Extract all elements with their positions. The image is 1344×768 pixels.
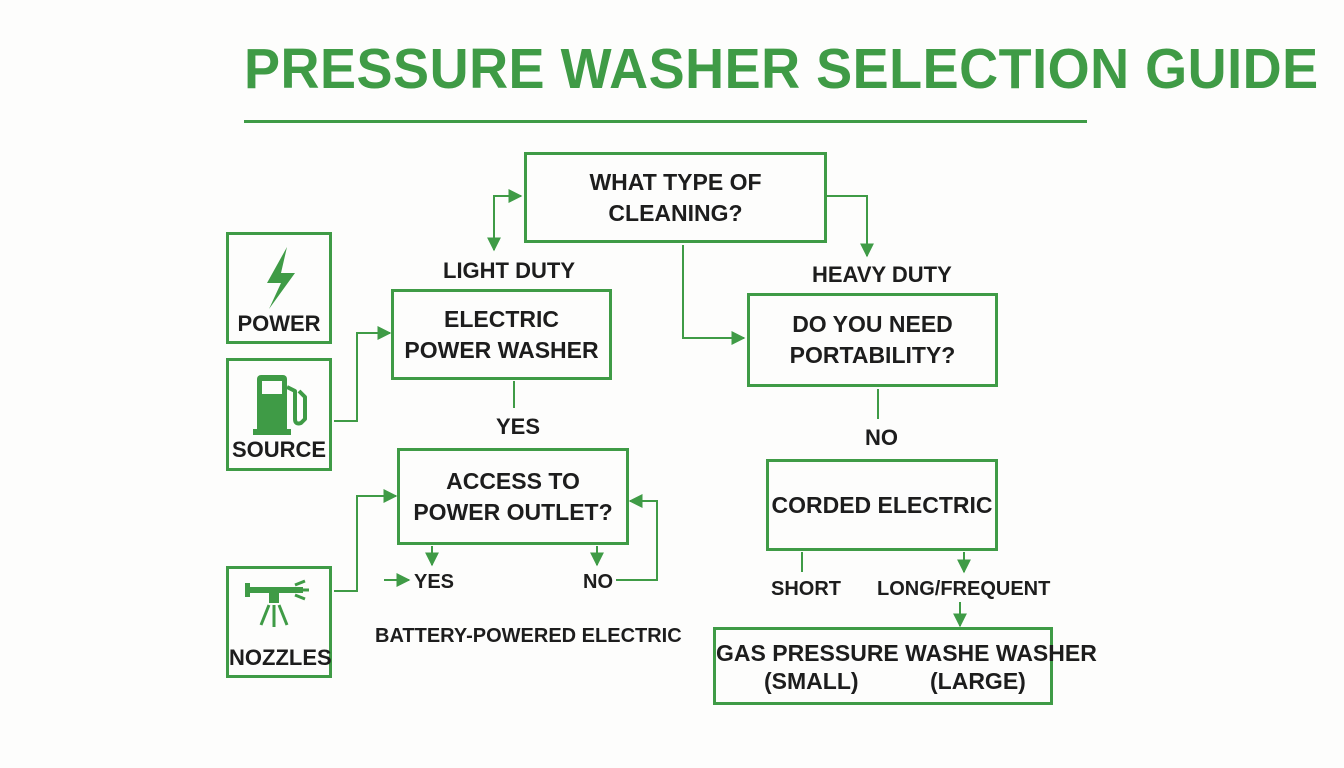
- node-gas-washer-small: (SMALL): [764, 668, 859, 694]
- connector-source-to-electric: [334, 326, 392, 422]
- node-portability: DO YOU NEED PORTABILITY?: [747, 293, 998, 387]
- node-power-outlet-line2: POWER OUTLET?: [413, 498, 613, 525]
- panel-nozzles-label: NOZZLES: [229, 645, 332, 670]
- panel-nozzles: NOZZLES: [226, 566, 332, 678]
- node-corded-electric-line1: CORDED ELECTRIC: [771, 491, 993, 518]
- node-portability-line1: DO YOU NEED: [792, 311, 953, 337]
- page-title: PRESSURE WASHER SELECTION GUIDE: [244, 37, 1319, 101]
- label-yes-electric: YES: [496, 414, 541, 439]
- connector-nozzles-to-outlet: [334, 489, 398, 592]
- node-cleaning-type: WHAT TYPE OF CLEANING?: [524, 152, 827, 243]
- node-electric-washer-line2: POWER WASHER: [404, 336, 599, 363]
- label-light-duty: LIGHT DUTY: [443, 258, 575, 283]
- node-electric-washer: ELECTRIC POWER WASHER: [391, 289, 612, 380]
- node-gas-washer-large: (LARGE): [930, 668, 1026, 694]
- connector-to-portability: [682, 245, 746, 345]
- label-short: SHORT: [771, 578, 841, 600]
- panel-source: SOURCE: [226, 358, 332, 471]
- node-power-outlet: ACCESS TO POWER OUTLET?: [397, 448, 629, 545]
- panel-power: POWER: [226, 232, 332, 344]
- label-yes-outlet: YES: [414, 571, 455, 593]
- node-cleaning-type-line1: WHAT TYPE OF: [589, 168, 762, 195]
- node-corded-electric: CORDED ELECTRIC: [766, 459, 998, 551]
- label-long-frequent: LONG/FREQUENT: [877, 578, 1051, 600]
- connector-heavy-duty: [827, 195, 874, 258]
- label-no-portability: NO: [865, 425, 898, 450]
- title-underline: [244, 120, 1087, 123]
- panel-power-label: POWER: [237, 311, 321, 336]
- node-electric-washer-line1: ELECTRIC: [443, 305, 559, 332]
- connector-no-loop: [616, 494, 658, 581]
- label-no-outlet: NO: [583, 571, 613, 593]
- node-power-outlet-line1: ACCESS TO: [446, 467, 580, 494]
- spray-nozzle-icon: [245, 579, 309, 627]
- node-gas-washer-line1: GAS PRESSURE WASHE WASHER: [716, 640, 1097, 666]
- label-heavy-duty: HEAVY DUTY: [812, 262, 952, 287]
- connector-light-duty: [487, 189, 523, 252]
- node-portability-line2: PORTABILITY?: [789, 342, 956, 368]
- fuel-pump-icon: [253, 375, 307, 435]
- panel-source-label: SOURCE: [231, 437, 327, 462]
- label-battery-powered: BATTERY-POWERED ELECTRIC: [375, 625, 682, 647]
- node-cleaning-type-line2: CLEANING?: [608, 199, 743, 226]
- lightning-bolt-icon: [267, 247, 295, 309]
- node-gas-washer: GAS PRESSURE WASHE WASHER (SMALL) (LARGE…: [713, 627, 1097, 705]
